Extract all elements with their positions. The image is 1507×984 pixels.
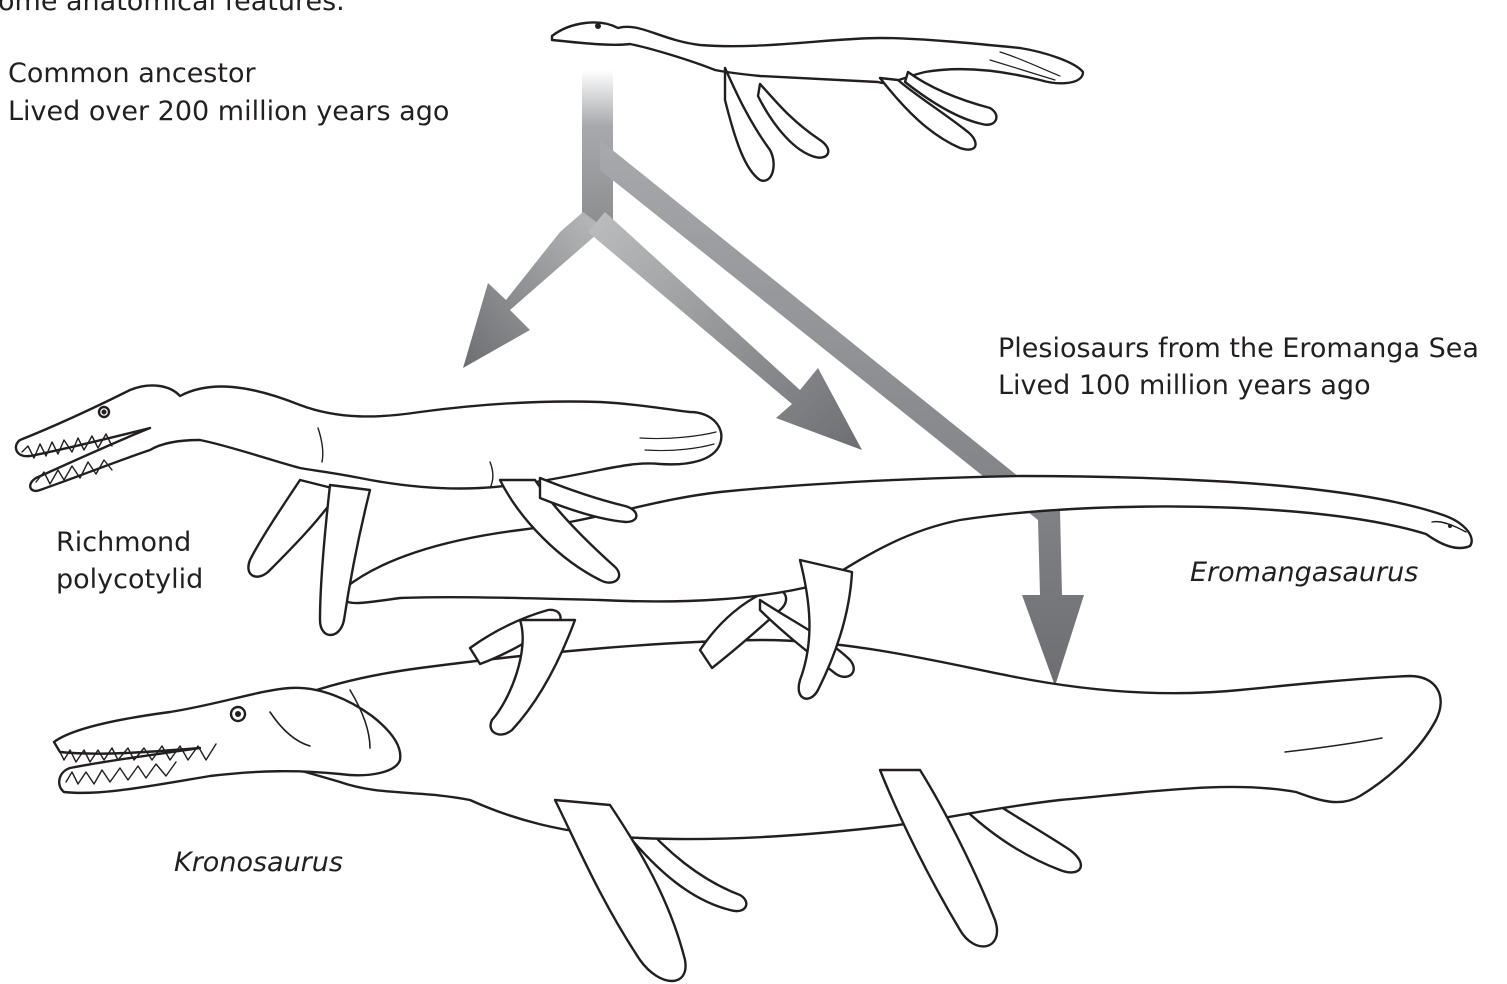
arrow-branch-richmond <box>463 212 604 368</box>
common-ancestor-line1: Common ancestor <box>8 56 256 92</box>
header-text: ome anatomical features. <box>0 0 345 20</box>
common-ancestor-line2: Lived over 200 million years ago <box>8 94 449 130</box>
eromanga-sea-line2: Lived 100 million years ago <box>998 368 1371 404</box>
richmond-label-line1: Richmond <box>56 525 191 561</box>
eromangasaurus-label: Eromangasaurus <box>1190 555 1418 591</box>
kronosaurus-label: Kronosaurus <box>174 845 343 881</box>
eromanga-sea-line1: Plesiosaurs from the Eromanga Sea <box>998 331 1479 367</box>
common-ancestor-illustration <box>552 22 1083 180</box>
kronosaurus-illustration <box>54 640 1441 981</box>
richmond-label-line2: polycotylid <box>56 562 203 598</box>
